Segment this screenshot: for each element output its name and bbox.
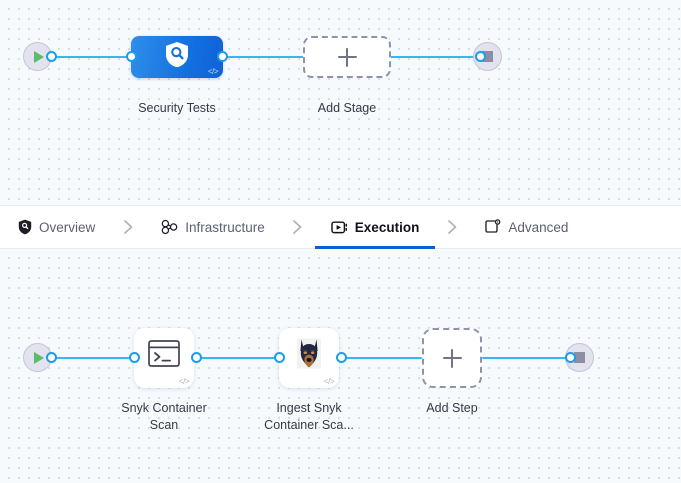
- code-glyph: </>: [207, 67, 219, 76]
- add-stage-label: Add Stage: [317, 101, 377, 115]
- doberman-icon: [294, 337, 324, 376]
- stage-node-security-tests[interactable]: </>: [131, 36, 223, 78]
- chevron-right-icon: [423, 205, 481, 249]
- step-label-snyk-container-scan: Snyk Container Scan: [121, 401, 207, 432]
- tab-execution[interactable]: Execution: [314, 205, 435, 249]
- plus-icon: [337, 47, 357, 67]
- port-step2-out[interactable]: [336, 352, 347, 363]
- tab-label: Overview: [39, 219, 96, 235]
- code-glyph: </>: [178, 377, 190, 386]
- port-step2-in[interactable]: [274, 352, 285, 363]
- tab-overview[interactable]: Overview: [14, 205, 99, 249]
- wire-start-to-step1: [46, 356, 136, 359]
- stage-canvas[interactable]: </> Security Tests Add Stage: [0, 0, 681, 205]
- chevron-right-icon: [269, 205, 327, 249]
- stop-icon: [574, 352, 585, 363]
- port-stage-in[interactable]: [126, 51, 137, 62]
- shield-icon: [18, 219, 32, 235]
- tab-advanced[interactable]: Advanced: [481, 205, 572, 249]
- step-label-ingest-snyk-container-scan: Ingest Snyk Container Sca...: [264, 401, 354, 432]
- terminal-icon: [148, 340, 180, 372]
- step-node-snyk-container-scan[interactable]: </>: [134, 328, 194, 388]
- wire-addstep-to-end: [482, 356, 570, 359]
- port-step1-in[interactable]: [129, 352, 140, 363]
- code-glyph: </>: [323, 377, 335, 386]
- wire-start-to-stage: [46, 55, 182, 58]
- tab-label: Infrastructure: [185, 219, 265, 235]
- port-exec-start-out[interactable]: [46, 352, 57, 363]
- port-exec-end-in[interactable]: [565, 352, 576, 363]
- play-icon: [34, 351, 44, 364]
- port-end-in[interactable]: [475, 51, 486, 62]
- chevron-right-icon: [99, 205, 157, 249]
- tab-label: Execution: [354, 219, 420, 235]
- execution-canvas[interactable]: </> Snyk Container Scan: [0, 249, 681, 483]
- wire-stage-to-addstage: [217, 55, 307, 58]
- wire-addstage-to-end: [388, 55, 480, 58]
- port-start-out[interactable]: [46, 51, 57, 62]
- tab-label: Advanced: [508, 219, 569, 235]
- add-step-button[interactable]: [422, 328, 482, 388]
- step-node-ingest-snyk-container-scan[interactable]: </>: [279, 328, 339, 388]
- stop-icon: [482, 51, 493, 62]
- gear-box-icon: [485, 219, 501, 235]
- stage-tabs[interactable]: Overview Infrastructure: [0, 205, 681, 249]
- wire-step2-to-addstep: [336, 356, 422, 359]
- tab-infrastructure[interactable]: Infrastructure: [157, 205, 269, 249]
- add-step-label: Add Step: [426, 401, 478, 415]
- stage-label-security-tests: Security Tests: [138, 101, 216, 115]
- port-stage-out[interactable]: [217, 51, 228, 62]
- stage-start-node[interactable]: [23, 42, 52, 71]
- wire-step1-to-step2: [191, 356, 281, 359]
- add-stage-button[interactable]: [303, 36, 391, 78]
- plus-icon: [442, 348, 462, 368]
- shield-search-icon: [164, 41, 190, 74]
- play-box-icon: [331, 219, 348, 235]
- play-icon: [34, 50, 44, 63]
- port-step1-out[interactable]: [191, 352, 202, 363]
- nodes-icon: [161, 219, 178, 235]
